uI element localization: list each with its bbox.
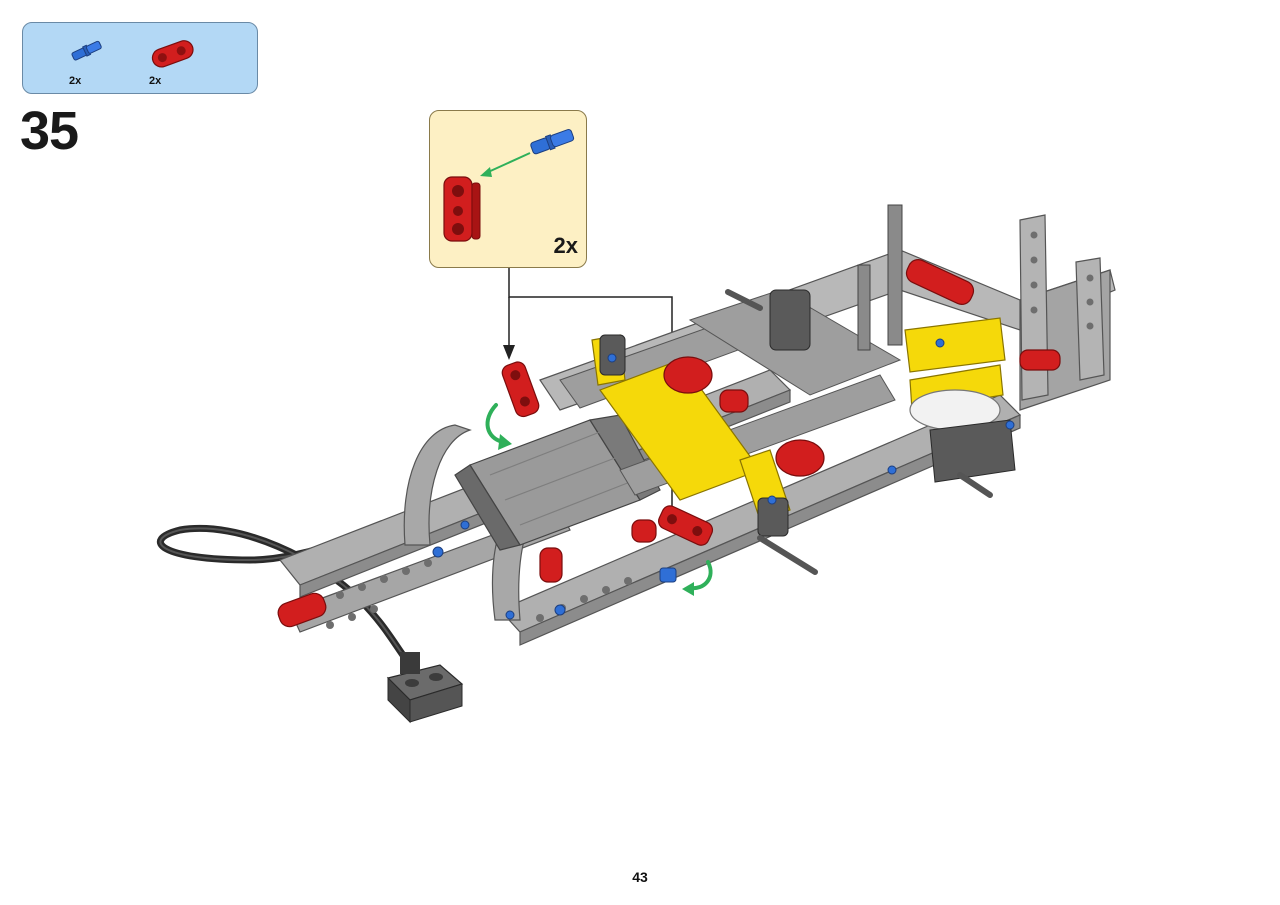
power-connector-block	[386, 652, 464, 724]
rotation-arrowhead-icon	[498, 434, 512, 450]
insert-arrow-icon	[485, 152, 531, 174]
red-axle-pin-connector-icon	[151, 40, 194, 68]
new-red-connector	[501, 361, 540, 418]
parts-list-box: 2x 2x	[22, 22, 258, 94]
sub-assembly-illustration	[443, 129, 575, 242]
horizontal-axles	[725, 289, 993, 575]
parts-list-item-blue-pin: 2x	[69, 37, 129, 87]
parts-list-qty: 2x	[149, 75, 162, 87]
rotation-arrow-icon	[485, 403, 505, 444]
callout-quantity: 2x	[553, 233, 578, 258]
new-red-connector	[658, 505, 714, 546]
red-parts	[277, 259, 1061, 628]
step-number: 35	[20, 101, 79, 161]
blue-axle-pin-icon	[71, 40, 102, 61]
parts-list-qty: 2x	[69, 75, 82, 87]
blue-axle-pin-icon	[530, 129, 575, 155]
sub-assembly-callout: 2x	[429, 110, 587, 268]
dark-gray-parts	[599, 289, 1016, 537]
page-number: 43	[632, 869, 648, 885]
rotation-arrowhead-icon	[682, 582, 694, 596]
blue-pins	[432, 338, 1015, 620]
pointer-arrowhead-icon	[503, 345, 515, 360]
vertical-axles	[857, 204, 903, 351]
parts-list-item-red-connector: 2x	[149, 37, 209, 87]
beam-holes	[326, 231, 1094, 629]
red-axle-pin-connector-icon	[443, 176, 481, 242]
